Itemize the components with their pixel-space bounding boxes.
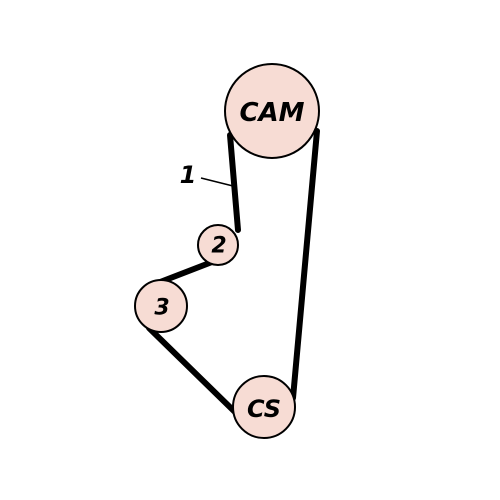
- pulley-tensioner: 2: [197, 224, 239, 266]
- pulley-cam: CAM: [224, 63, 320, 159]
- pulley-idler: 3: [134, 279, 188, 333]
- pulley-crankshaft: CS: [232, 375, 296, 439]
- pulley-cam-label: CAM: [239, 98, 304, 128]
- belt-callout-label: 1: [180, 161, 197, 189]
- timing-belt: [146, 128, 320, 416]
- belt-segment-idler-to-crankshaft: [146, 325, 239, 416]
- pulley-idler-label: 3: [154, 296, 169, 321]
- pulley-crankshaft-label: CS: [247, 395, 281, 423]
- belt-segment-cam-to-tensioner: [227, 132, 241, 233]
- belt-leader-line: [200, 177, 234, 187]
- pulley-tensioner-label: 2: [211, 234, 226, 259]
- belt-segment-crankshaft-to-cam: [290, 128, 320, 401]
